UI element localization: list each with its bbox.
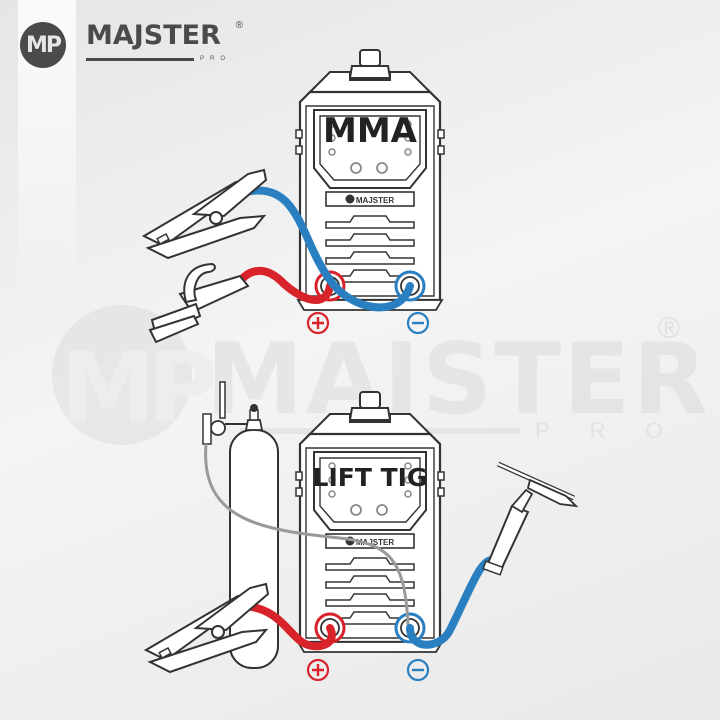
mma-diagram: MMA MAJSTER [143, 48, 446, 344]
welder-mma [294, 48, 446, 312]
electrode-holder-icon [148, 262, 250, 344]
brand-logo: MP MAJSTER ® PRO [20, 20, 243, 70]
positive-symbol-mma [306, 311, 330, 335]
mode-label-mma: MMA [323, 111, 418, 151]
positive-cable-tig [241, 602, 336, 651]
mode-label-tig: LIFT TIG [313, 463, 428, 492]
brand-name: MAJSTER [86, 20, 221, 51]
negative-cable-tig [406, 556, 496, 649]
brand-sub: PRO [200, 55, 232, 62]
earth-clamp-icon [143, 169, 267, 259]
brand-underline [86, 58, 194, 62]
welder-tig [294, 390, 446, 654]
tig-diagram: LIFT TIG MAJSTER [145, 381, 579, 682]
positive-cable-mma [236, 266, 334, 304]
gas-hose [204, 443, 410, 626]
logo-mark: MP [20, 22, 66, 68]
negative-symbol-mma [406, 311, 430, 335]
positive-symbol-tig [306, 658, 330, 682]
brand-wordmark: MAJSTER ® PRO [86, 20, 243, 68]
negative-symbol-tig [406, 658, 430, 682]
negative-cable-mma [241, 186, 414, 312]
device-badge-mma: MAJSTER [356, 196, 394, 205]
tig-torch-icon [482, 461, 579, 576]
device-badge-tig: MAJSTER [356, 538, 394, 547]
registered-mark: ® [235, 20, 244, 31]
